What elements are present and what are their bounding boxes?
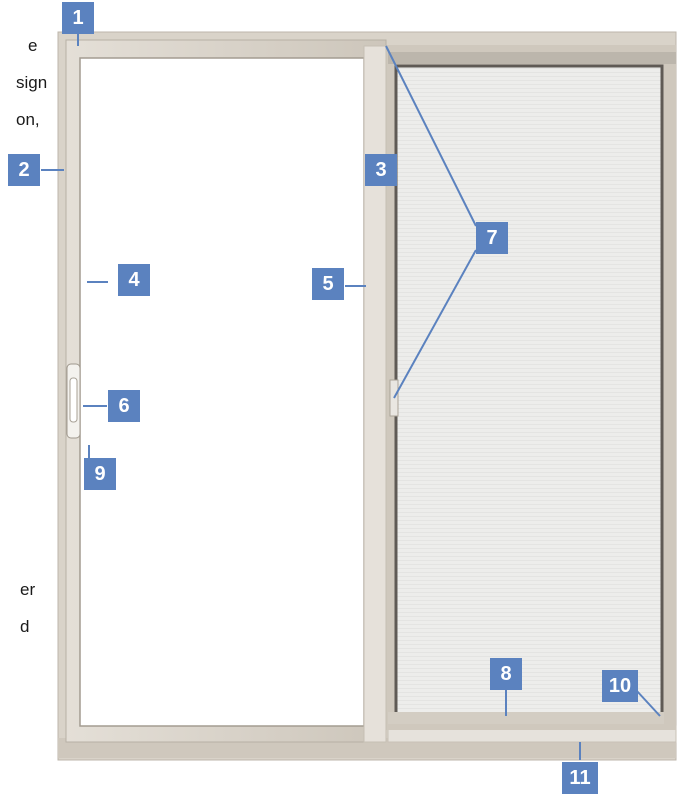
callout-2: 2: [8, 154, 40, 186]
callout-8: 8: [490, 658, 522, 690]
interlock-stile: [364, 46, 386, 742]
callout-6: 6: [108, 390, 140, 422]
callout-11: 11: [562, 762, 598, 794]
callout-4: 4: [118, 264, 150, 296]
screen-top-rail: [388, 52, 676, 64]
screen-mesh: [396, 66, 662, 716]
callout-9: 9: [84, 458, 116, 490]
callout-1: 1: [62, 2, 94, 34]
callout-5: 5: [312, 268, 344, 300]
handle-grip: [70, 378, 77, 422]
screen-bottom-rail: [388, 712, 664, 724]
callout-3: 3: [365, 154, 397, 186]
callout-7: 7: [476, 222, 508, 254]
callout-10: 10: [602, 670, 638, 702]
